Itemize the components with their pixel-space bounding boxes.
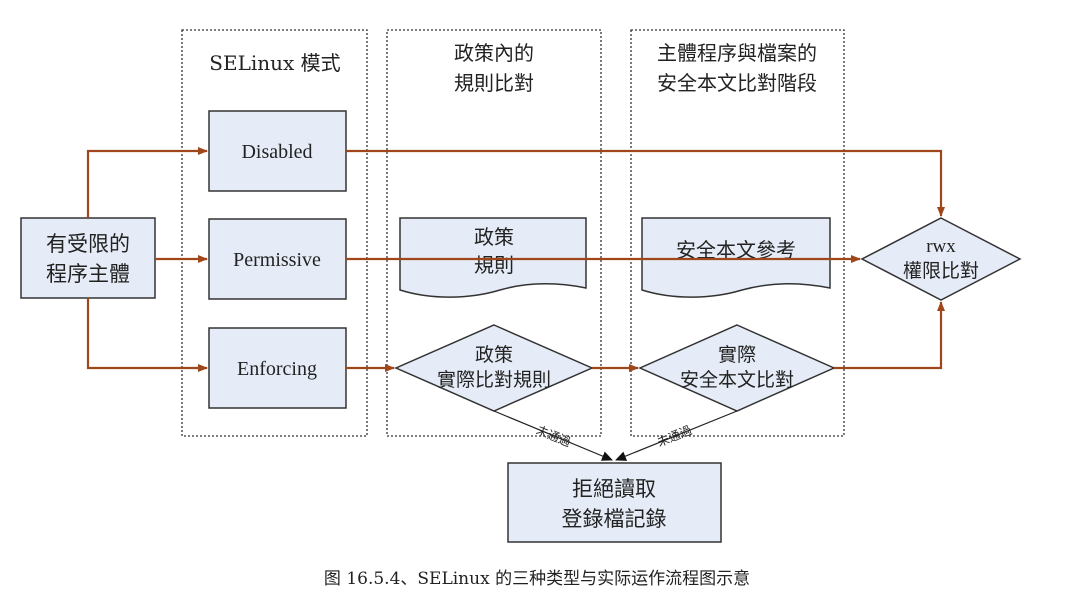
arrow-context-fail-to-deny xyxy=(615,410,738,461)
enforcing-box xyxy=(208,327,347,409)
arrow-disabled-to-rwx xyxy=(346,149,945,217)
arrow-subject-to-disabled xyxy=(86,147,208,218)
disabled-box xyxy=(208,110,347,192)
subject-line2: 程序主體 xyxy=(46,262,130,286)
policy-doc-line1: 政策 xyxy=(474,225,514,249)
context-check-line1: 實際 xyxy=(718,344,756,366)
policy-check-line1: 政策 xyxy=(475,344,513,366)
fail-label-context: 未通過 xyxy=(655,423,694,449)
policy-column xyxy=(386,29,602,437)
context-document-shape xyxy=(641,217,831,298)
rwx-check-line2: 權限比對 xyxy=(903,260,979,282)
mode-column-title: SELinux 模式 xyxy=(209,51,340,75)
policy-column-title-line2: 規則比對 xyxy=(454,71,534,95)
deny-box xyxy=(507,462,722,543)
policy-document-shape xyxy=(399,217,587,298)
context-column-title-line2: 安全本文比對階段 xyxy=(657,71,817,95)
subject-box xyxy=(20,217,156,299)
enforcing-label: Enforcing xyxy=(237,358,317,380)
context-column xyxy=(630,29,845,437)
policy-doc-line2: 規則 xyxy=(474,253,514,277)
permissive-box xyxy=(208,218,347,300)
rwx-check-diamond xyxy=(860,217,1022,301)
policy-column-title-line1: 政策內的 xyxy=(454,41,534,65)
deny-line2: 登錄檔記錄 xyxy=(562,507,667,531)
figure-caption: 图 16.5.4、SELinux 的三种类型与实际运作流程图示意 xyxy=(324,569,750,589)
fail-label-policy: 未通過 xyxy=(534,423,573,449)
policy-check-diamond xyxy=(394,324,594,412)
context-check-diamond xyxy=(638,324,836,412)
disabled-label: Disabled xyxy=(241,141,312,163)
arrow-subject-to-enforcing xyxy=(86,298,208,372)
rwx-check-line1: rwx xyxy=(926,236,956,257)
mode-column xyxy=(181,29,368,437)
context-column-title-line1: 主體程序與檔案的 xyxy=(657,41,817,65)
arrow-policy-fail-to-deny xyxy=(493,410,613,461)
deny-line1: 拒絕讀取 xyxy=(572,477,656,501)
arrow-context-to-rwx xyxy=(834,301,945,370)
permissive-label: Permissive xyxy=(233,249,321,271)
subject-line1: 有受限的 xyxy=(46,232,130,256)
context-check-line2: 安全本文比對 xyxy=(680,369,794,391)
policy-check-line2: 實際比對規則 xyxy=(437,369,551,391)
